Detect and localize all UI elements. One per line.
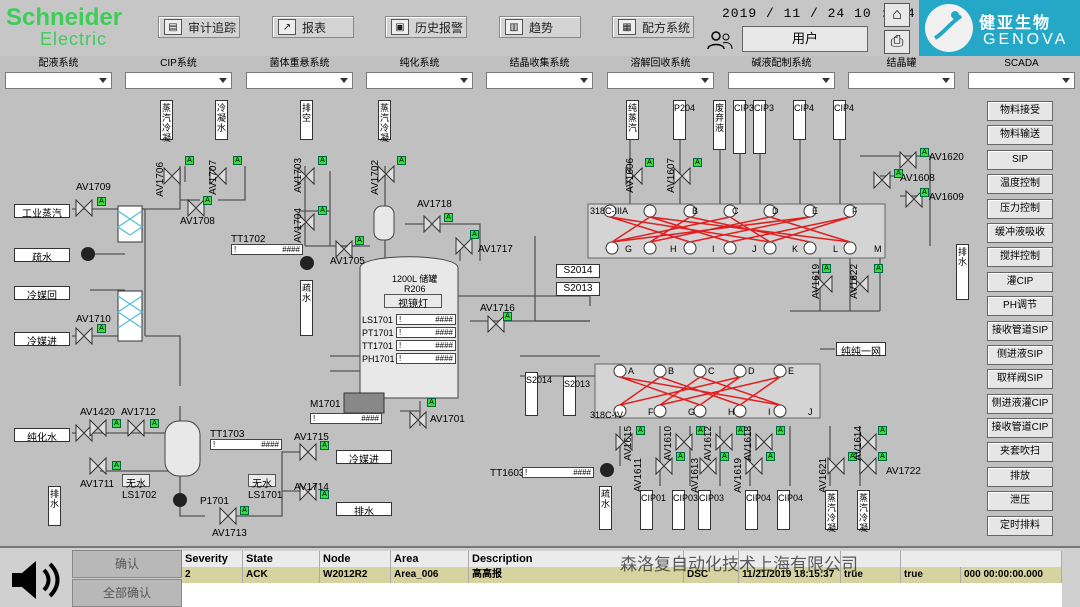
tank-id: R206 [404,284,426,294]
system-selector-bar: 配液系统 CIP系统 菌体重悬系统 纯化系统 结晶收集系统 溶解回收系统 碱液配… [0,56,1080,96]
fn-button-15[interactable]: 排放 [987,466,1053,487]
fn-button-7[interactable]: 灌CIP [987,271,1053,292]
home-button[interactable]: ⌂ [884,3,910,27]
alarm-table-row[interactable]: 2 ACK W2012R2 Area_006 高高报 DSC 11/21/201… [182,567,1062,583]
tag-lengmeihui: 冷媒回 [14,286,70,302]
fn-button-13[interactable]: 接收管道CIP [987,418,1053,439]
sys-scada-select[interactable] [968,72,1075,89]
watermark-text: 森洛复自动化技术上海有限公司 [620,555,858,574]
printer-icon: ⎙ [890,33,904,50]
ack-button[interactable]: 确认 [72,550,182,578]
wushui-1702-indicator: 无水 [122,474,150,490]
tank-title: 1200L 储罐 [392,274,438,284]
ack-all-button[interactable]: 全部确认 [72,579,182,607]
audit-icon: ▤ [164,19,182,35]
tag-s2013: S2013 [556,282,600,296]
wushui-1701-indicator: 无水 [248,474,276,490]
sys-cip-select[interactable] [125,72,232,89]
sight-lamp-button[interactable]: 视镜灯 [384,294,442,310]
nav-report-button[interactable]: ↗报表 [272,16,354,38]
sys-crystal-tank: 结晶罐 [848,56,955,89]
genova-logo: 健亚生物 GENOVA [919,0,1080,56]
sys-dissolve: 溶解回收系统 [607,56,714,89]
tag-paishui2: 排水 [336,502,392,518]
schneider-logo: Schneider Electric [6,4,123,49]
fn-button-9[interactable]: 接收管道SIP [987,320,1053,341]
tt1701-field: #### [396,340,456,351]
valve-status-indicator: A [97,197,106,206]
nav-alarm-history-button[interactable]: ▣历史报警 [385,16,467,38]
sys-resuspend-select[interactable] [246,72,353,89]
user-field[interactable]: 用户 [742,26,868,52]
sys-crystal-collect-select[interactable] [486,72,593,89]
function-button-panel: 物料接受 物料输送 SIP 温度控制 压力控制 缓冲液吸收 搅拌控制 灌CIP … [987,101,1056,540]
nav-recipe-button[interactable]: ▦配方系统 [612,16,694,38]
fn-button-5[interactable]: 缓冲液吸收 [987,222,1053,243]
tag-s2014: S2014 [556,264,600,278]
sys-peiye-select[interactable] [5,72,112,89]
sys-dissolve-select[interactable] [607,72,714,89]
fn-button-16[interactable]: 泄压 [987,491,1053,512]
home-icon: ⌂ [892,6,902,23]
fn-button-12[interactable]: 侧进液灌CIP [987,393,1053,414]
fn-button-1[interactable]: 物料输送 [987,125,1053,146]
alarm-icon: ▣ [391,19,409,35]
sys-alkali: 碱液配制系统 [728,56,835,89]
fn-button-3[interactable]: 温度控制 [987,174,1053,195]
sys-peiye: 配液系统 [5,56,112,89]
tag-lengmeijin2: 冷媒进 [336,450,392,466]
alarm-banner: 确认 全部确认 Severity State Node Area Descrip… [0,546,1080,607]
users-icon [707,31,733,50]
recipe-icon: ▦ [618,19,636,35]
m1701-field: #### [310,413,382,424]
sys-purify-select[interactable] [366,72,473,89]
fn-button-4[interactable]: 压力控制 [987,198,1053,219]
header-bar: Schneider Electric ▤审计追踪 ↗报表 ▣历史报警 ▥趋势 ▦… [0,0,1080,56]
fn-button-6[interactable]: 搅拌控制 [987,247,1053,268]
tt1702-field: #### [231,244,303,255]
speaker-icon[interactable] [6,558,66,602]
tag-lengmeijin: 冷媒进 [14,332,70,348]
tag-shu: 疏水 [14,248,70,264]
nav-trend-button[interactable]: ▥趋势 [499,16,581,38]
pt1701-field: #### [396,327,456,338]
trend-icon: ▥ [505,19,523,35]
sys-resuspend: 菌体重悬系统 [246,56,353,89]
sys-cip: CIP系统 [125,56,232,89]
nav-audit-button[interactable]: ▤审计追踪 [158,16,240,38]
tt1603-field: #### [522,467,594,478]
fn-button-0[interactable]: 物料接受 [987,101,1053,121]
genova-mark-icon [933,11,963,40]
alarm-table: Severity State Node Area Description 2 A… [182,551,1062,607]
tag-gongye: 工业蒸汽 [14,204,70,220]
fn-button-2[interactable]: SIP [987,149,1053,170]
sys-crystal-collect: 结晶收集系统 [486,56,593,89]
tt1703-field: #### [210,439,282,450]
fn-button-14[interactable]: 夹套吹扫 [987,442,1053,463]
ph1701-field: #### [396,353,456,364]
tag-chunhua: 纯化水 [14,428,70,444]
sys-alkali-select[interactable] [728,72,835,89]
datetime: 2019 / 11 / 24 10 : 14 : 1 [722,6,951,21]
sys-crystal-tank-select[interactable] [848,72,955,89]
alarm-table-header: Severity State Node Area Description [182,551,1062,567]
fn-button-17[interactable]: 定时排料 [987,515,1053,536]
fn-button-8[interactable]: PH调节 [987,296,1053,317]
fn-button-10[interactable]: 侧进液SIP [987,344,1053,365]
chart-icon: ↗ [278,19,296,35]
fn-button-11[interactable]: 取样阀SIP [987,369,1053,390]
process-diagram: AV1709 A AV1708 A AV1710 A AV1420 AV1712… [0,96,980,546]
print-button[interactable]: ⎙ [884,30,910,54]
sys-scada: SCADA [968,56,1075,89]
ls1701-field: #### [396,314,456,325]
sys-purify: 纯化系统 [366,56,473,89]
tag-chunchun: 纯纯一网 [836,342,886,358]
